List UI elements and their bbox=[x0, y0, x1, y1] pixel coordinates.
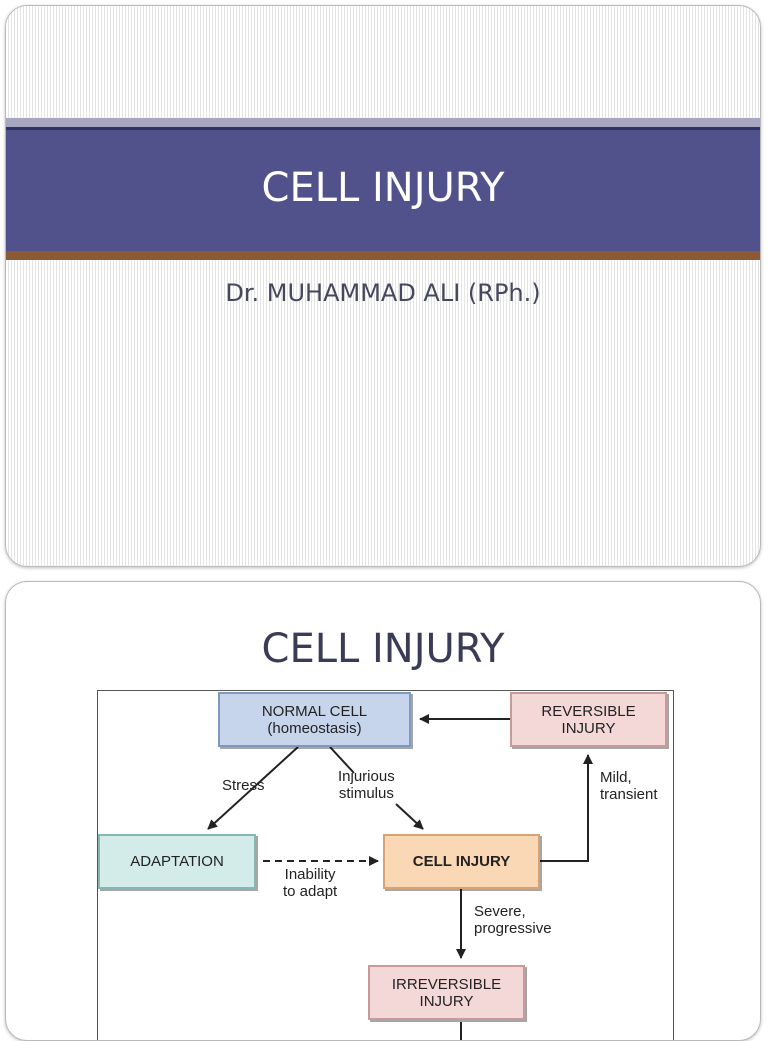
arrow-injurious-stimulus-a bbox=[329, 746, 355, 774]
node-reversible-injury: REVERSIBLE INJURY bbox=[510, 692, 667, 747]
cell-injury-flow-diagram: NORMAL CELL (homeostasis) REVERSIBLE INJ… bbox=[97, 690, 674, 1040]
title-band-top-line bbox=[6, 127, 760, 130]
node-normal-cell: NORMAL CELL (homeostasis) bbox=[218, 692, 411, 747]
content-slide: CELL INJURY NORMAL CELL (homeosta bbox=[5, 581, 761, 1041]
title-band-bottom-stripe bbox=[6, 251, 760, 260]
arrow-mild-transient bbox=[540, 754, 593, 862]
label-severe-progressive: Severe, progressive bbox=[474, 903, 552, 937]
node-irreversible-injury: IRREVERSIBLE INJURY bbox=[368, 965, 525, 1020]
label-inability-to-adapt: Inability to adapt bbox=[283, 866, 338, 900]
arrow-stress bbox=[207, 746, 299, 830]
title-band bbox=[6, 130, 760, 251]
arrow-injurious-stimulus-b bbox=[395, 803, 424, 830]
label-stress: Stress bbox=[222, 777, 265, 794]
label-injurious-stimulus: Injurious stimulus bbox=[338, 768, 395, 802]
node-adaptation: ADAPTATION bbox=[98, 834, 256, 889]
slide-title: CELL INJURY bbox=[261, 626, 505, 672]
label-mild-transient: Mild, transient bbox=[600, 769, 658, 803]
title-band-top-stripe bbox=[6, 118, 760, 127]
slide-subtitle: Dr. MUHAMMAD ALI (RPh.) bbox=[225, 279, 541, 307]
slide-title: CELL INJURY bbox=[261, 165, 505, 211]
node-cell-injury: CELL INJURY bbox=[383, 834, 540, 889]
diagram-arrows bbox=[207, 714, 593, 1040]
title-slide: CELL INJURY Dr. MUHAMMAD ALI (RPh.) bbox=[5, 5, 761, 567]
